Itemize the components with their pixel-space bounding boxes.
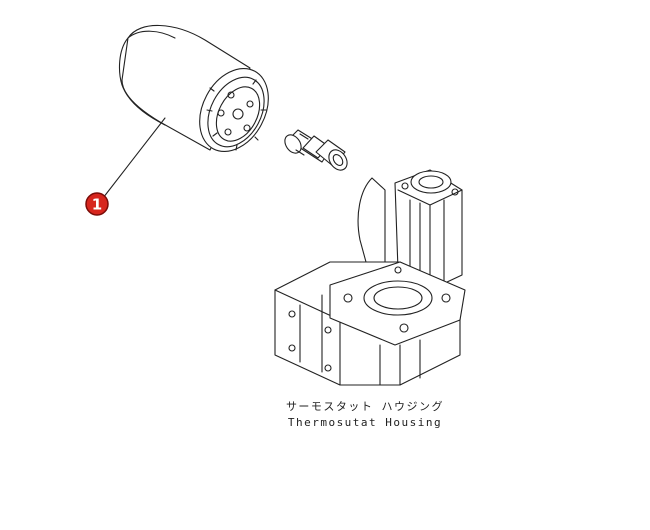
nipple-fitting [284,129,348,171]
oil-filter-part [118,24,269,153]
caption-japanese: サーモスタット ハウジング [285,400,445,413]
thermostat-housing [274,169,466,386]
callout-leader-line [102,117,166,199]
callout-1-number: 1 [92,196,102,214]
caption-english: Thermosutat Housing [287,416,443,429]
callout-1[interactable]: 1 [85,192,109,216]
